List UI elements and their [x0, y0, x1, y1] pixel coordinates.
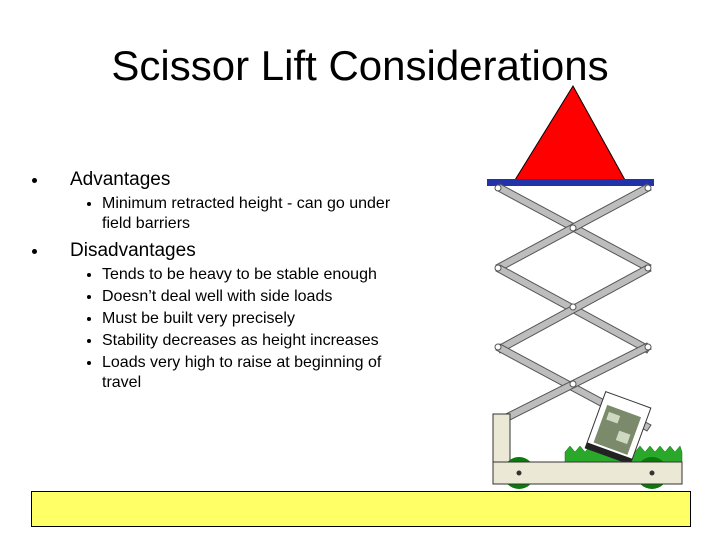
- bullet-dot: [87, 273, 91, 277]
- battery-pack-icon: [584, 390, 652, 466]
- slide-title: Scissor Lift Considerations: [111, 42, 609, 89]
- bullet-disadvantages: Disadvantages: [30, 239, 480, 263]
- footer-highlight-box: [31, 491, 691, 527]
- pivot-pin: [569, 303, 577, 311]
- pivot-pin: [516, 470, 522, 476]
- disadvantage-item-text: Tends to be heavy to be stable enough: [102, 266, 377, 283]
- disadvantage-item: Doesn’t deal well with side loads: [30, 287, 402, 307]
- advantage-item: Minimum retracted height - can go under …: [30, 194, 402, 234]
- cone-triangle-icon: [514, 85, 626, 181]
- advantage-item-text: Minimum retracted height - can go under …: [102, 195, 391, 232]
- disadvantage-item: Must be built very precisely: [30, 309, 402, 329]
- bullet-dot: [87, 295, 91, 299]
- lift-platform: [487, 179, 654, 186]
- pivot-pin: [649, 470, 655, 476]
- pivot-pin: [494, 264, 502, 272]
- pivot-pin: [494, 343, 502, 351]
- bullet-dot: [87, 339, 91, 343]
- pivot-pin: [644, 184, 652, 192]
- bullet-dot: [87, 361, 91, 365]
- bullet-dot: [32, 249, 37, 254]
- disadvantage-item-text: Loads very high to raise at beginning of…: [102, 354, 382, 391]
- disadvantage-item-text: Stability decreases as height increases: [102, 332, 379, 349]
- disadvantage-item-text: Must be built very precisely: [102, 310, 295, 327]
- disadvantage-item: Stability decreases as height increases: [30, 331, 402, 351]
- pivot-pin: [494, 184, 502, 192]
- bullet-advantages: Advantages: [30, 168, 480, 192]
- disadvantage-item-text: Doesn’t deal well with side loads: [102, 288, 333, 305]
- disadvantages-heading: Disadvantages: [70, 240, 196, 261]
- advantages-heading: Advantages: [70, 169, 171, 190]
- bullet-list: Advantages Minimum retracted height - ca…: [30, 168, 480, 393]
- bullet-dot: [87, 202, 91, 206]
- disadvantage-item: Tends to be heavy to be stable enough: [30, 265, 402, 285]
- scissor-lift-illustration: [487, 85, 683, 489]
- pivot-pin: [644, 343, 652, 351]
- disadvantage-item: Loads very high to raise at beginning of…: [30, 353, 402, 393]
- bullet-dot: [32, 178, 37, 183]
- bullet-dot: [87, 317, 91, 321]
- pivot-pin: [569, 224, 577, 232]
- pivot-pin: [569, 380, 577, 388]
- lift-base: [492, 461, 683, 485]
- pivot-pin: [644, 264, 652, 272]
